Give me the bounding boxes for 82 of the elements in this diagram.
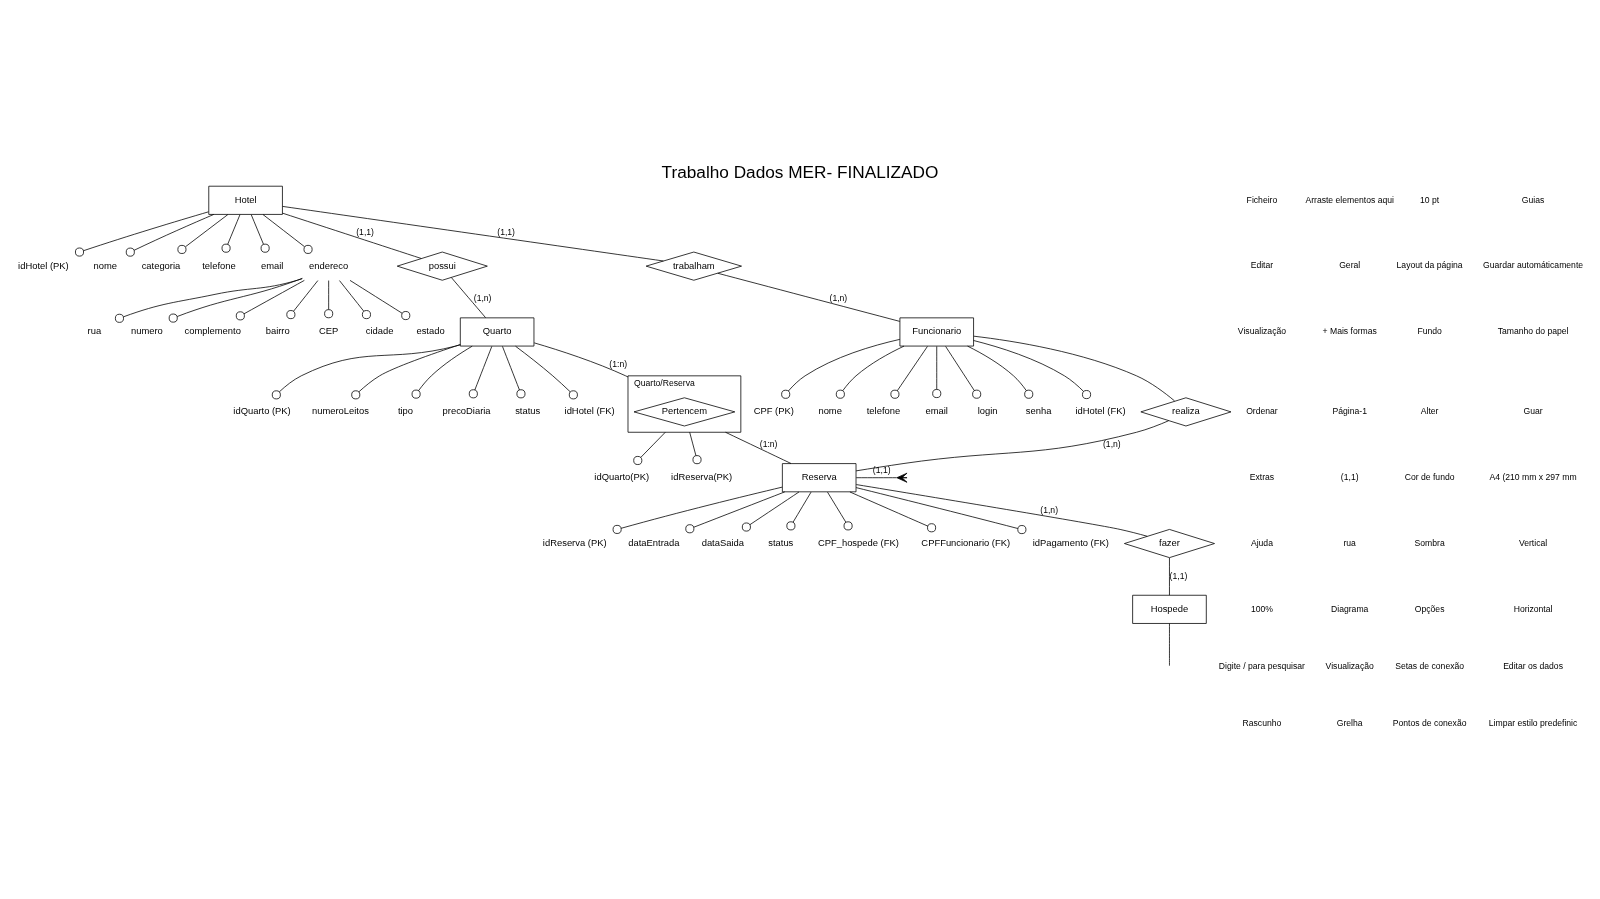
node-text: dataEntrada <box>628 536 680 548</box>
label: Fundo <box>1417 326 1442 337</box>
label: Guias <box>1521 194 1545 205</box>
node-text: idHotel (PK) <box>18 259 69 271</box>
node-text: CPFFuncionario (FK) <box>921 536 1011 548</box>
node-text: idQuarto (PK) <box>233 405 291 417</box>
node-text: idHotel (FK) <box>564 405 615 417</box>
label: Digite / para pesquisar <box>1218 660 1305 671</box>
label: Setas de conexão <box>1395 660 1465 671</box>
node-text: login <box>977 405 998 417</box>
node-text: precoDiaria <box>442 405 491 417</box>
label: Pontos de conexão <box>1392 717 1467 728</box>
label: Editar <box>1250 260 1274 271</box>
label: Vertical <box>1518 537 1548 548</box>
node-text: categoria <box>141 259 181 271</box>
node-text: numeroLeitos <box>311 405 369 417</box>
label: Rascunho <box>1242 717 1282 728</box>
node-text: bairro <box>265 325 290 337</box>
label: Horizontal <box>1513 603 1553 614</box>
label: Página-1 <box>1332 406 1367 417</box>
label: Extras <box>1249 471 1275 482</box>
label: A4 (210 mm x 297 mm <box>1489 471 1577 482</box>
node-text: nome <box>818 405 842 417</box>
edge-label: (1,1) <box>497 227 515 238</box>
node-text: idReserva (PK) <box>542 536 607 548</box>
node-text: status <box>768 536 794 548</box>
label: Visualização <box>1325 660 1374 671</box>
edge-label: (1,1) <box>872 464 891 475</box>
node-text: telefone <box>866 405 901 417</box>
node-text: idQuarto(PK) <box>594 471 650 483</box>
label: Opções <box>1414 603 1445 614</box>
edge-label: (1,1) <box>1169 570 1188 581</box>
label: + Mais formas <box>1322 326 1377 337</box>
label: Diagrama <box>1331 603 1369 614</box>
node-text: tipo <box>397 405 414 417</box>
label: Ficheiro <box>1246 194 1278 205</box>
label: Cor de fundo <box>1404 471 1455 482</box>
node-text: CPF_hospede (FK) <box>817 536 899 548</box>
edge-label: (1,1) <box>356 227 374 238</box>
node-text: CPF (PK) <box>753 405 794 417</box>
node-text: complemento <box>184 325 241 337</box>
label: Tamanho do papel <box>1497 326 1569 337</box>
node-text: rua <box>87 325 102 337</box>
node-text: endereco <box>309 259 349 271</box>
label: Grelha <box>1336 717 1363 728</box>
node-text: senha <box>1025 405 1052 417</box>
label: 100% <box>1250 603 1273 614</box>
node-text: estado <box>416 325 445 337</box>
node-text: idHotel (FK) <box>1075 405 1126 417</box>
node-text: dataSaida <box>701 536 744 548</box>
label: Guardar automáticamente <box>1483 260 1584 271</box>
label: Arraste elementos aqui <box>1305 194 1394 205</box>
label: (1,1) <box>1340 471 1359 482</box>
label: Geral <box>1339 260 1361 271</box>
label: Editar os dados <box>1503 660 1563 671</box>
node-text: cidade <box>365 325 394 337</box>
node-text: email <box>925 405 948 417</box>
label: Limpar estilo predefinic <box>1488 717 1578 728</box>
node-text: CEP <box>319 325 339 337</box>
label: Ordenar <box>1246 406 1278 417</box>
label: Ajuda <box>1250 537 1273 548</box>
node-text: status <box>515 405 541 417</box>
edge-label: (1,n) <box>1040 504 1059 515</box>
label: Visualização <box>1237 326 1287 337</box>
label: Guar <box>1523 406 1543 417</box>
diagram-title: Trabalho Dados MER- FINALIZADO <box>661 162 939 183</box>
node-text: idPagamento (FK) <box>1032 536 1109 548</box>
node-text: nome <box>93 259 118 271</box>
label: Alter <box>1420 406 1439 417</box>
node-text: email <box>261 259 284 271</box>
edge-label: (1:n) <box>759 438 778 449</box>
label: rua <box>1343 537 1356 548</box>
label: 10 pt <box>1420 194 1440 205</box>
edge-label: (1,n) <box>473 293 492 304</box>
node-text: idReserva(PK) <box>671 471 733 483</box>
node-text: telefone <box>202 259 236 271</box>
edge-label: (1:n) <box>609 359 628 370</box>
edge-label: (1,n) <box>1103 438 1121 449</box>
label: Layout da página <box>1396 260 1463 271</box>
edge-label: (1,n) <box>829 293 848 304</box>
label: Sombra <box>1414 537 1445 548</box>
node-text: numero <box>130 325 163 337</box>
